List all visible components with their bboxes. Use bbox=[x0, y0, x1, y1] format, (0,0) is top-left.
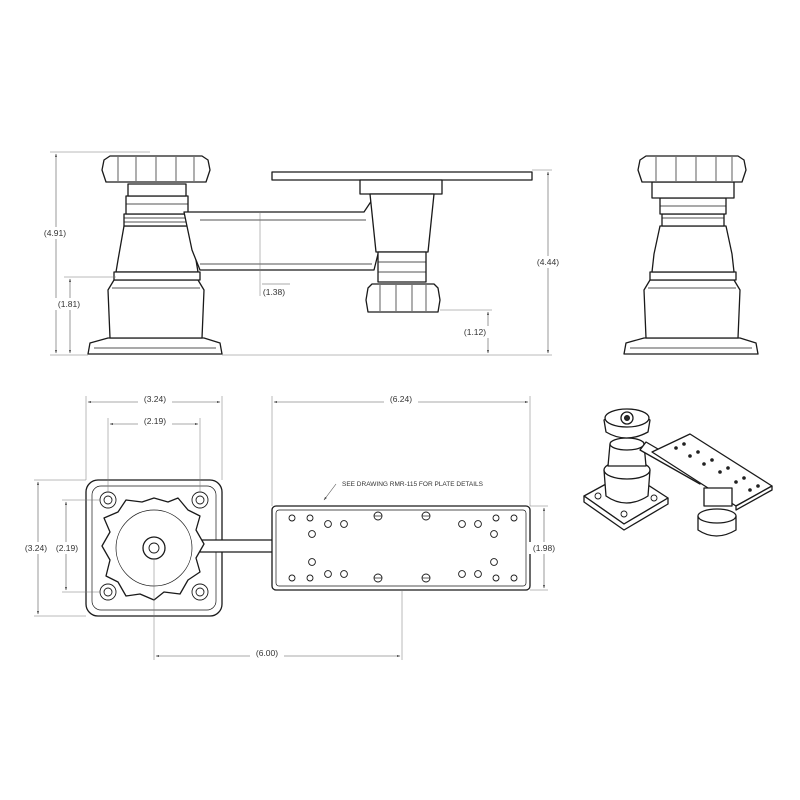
dim-hole-spacing-x: (2.19) bbox=[144, 416, 166, 426]
dim-base-height: (1.81) bbox=[58, 299, 80, 309]
dim-center-distance: (6.00) bbox=[256, 648, 278, 658]
dim-plate-width: (1.98) bbox=[533, 543, 555, 553]
iso-plate-holes bbox=[674, 442, 760, 492]
dim-plate-length: (6.24) bbox=[390, 394, 412, 404]
front-view bbox=[87, 155, 533, 355]
plate-holes bbox=[288, 511, 518, 583]
dim-base-width: (3.24) bbox=[144, 394, 166, 404]
top-view bbox=[85, 479, 531, 617]
dim-lower-knob-height: (1.12) bbox=[464, 327, 486, 337]
isometric-view bbox=[583, 408, 773, 537]
dim-plate-height: (4.44) bbox=[537, 257, 559, 267]
side-view bbox=[623, 155, 759, 355]
dim-base-depth: (3.24) bbox=[25, 543, 47, 553]
dim-hole-spacing-y: (2.19) bbox=[56, 543, 78, 553]
dim-overall-height: (4.91) bbox=[44, 228, 66, 238]
plate-details-note: SEE DRAWING RMR-115 FOR PLATE DETAILS bbox=[342, 481, 484, 488]
dim-arm-offset: (1.38) bbox=[263, 287, 285, 297]
dimension-labels: (4.91) (1.81) (1.38) (4.44) (1.12) (3.24… bbox=[20, 227, 565, 659]
